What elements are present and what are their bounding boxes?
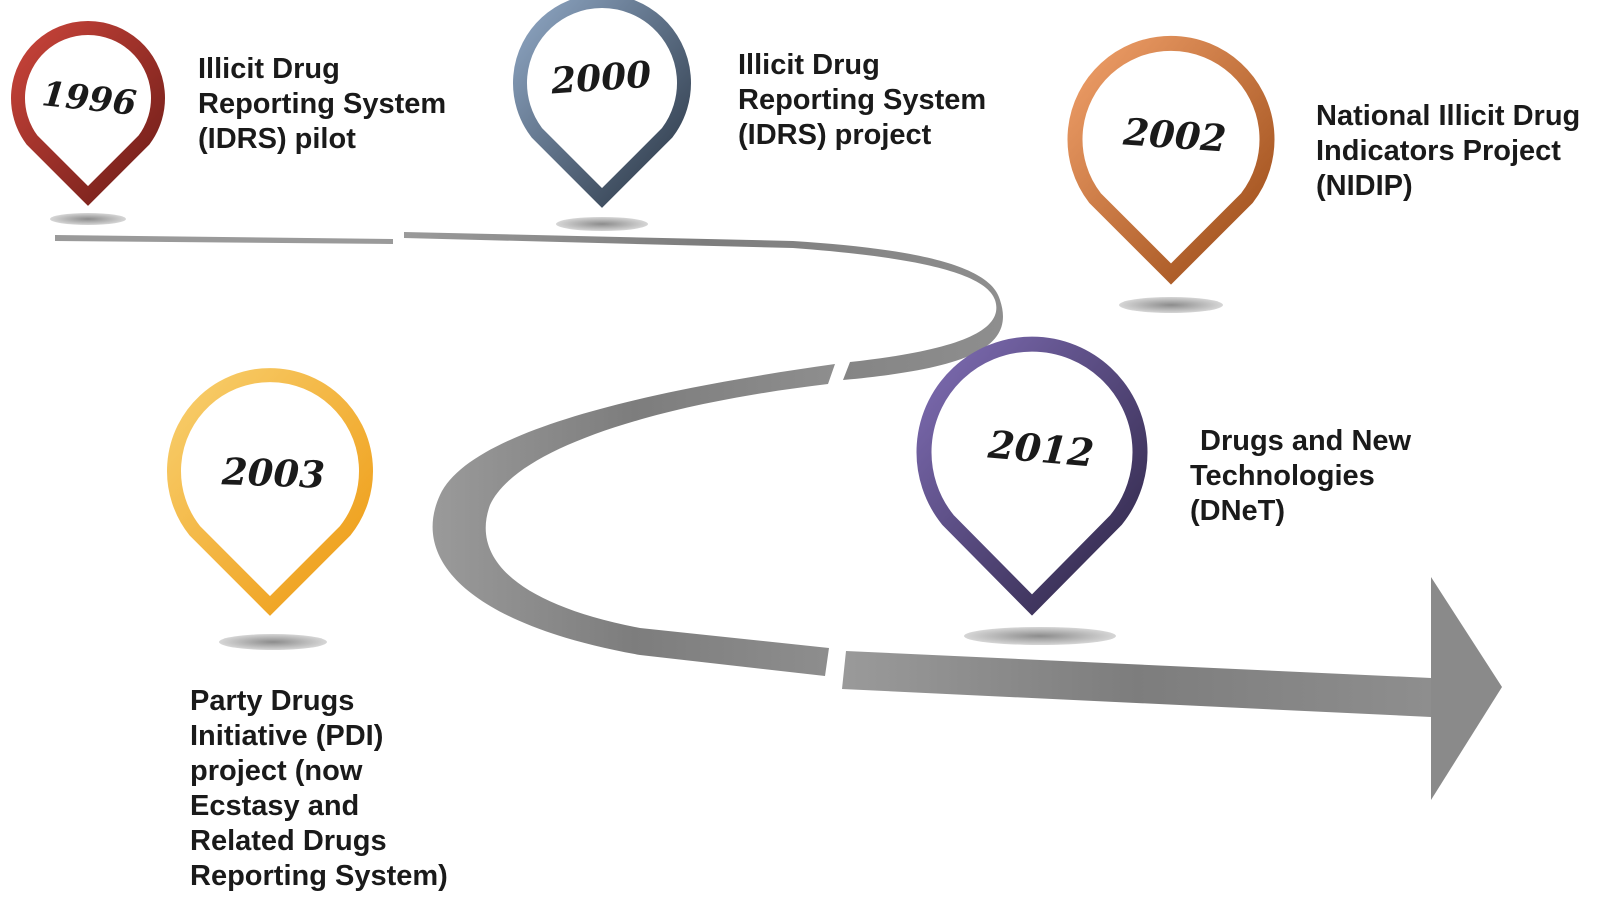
pin-2003-marker: [167, 368, 373, 616]
label-2003-line: Party Drugs: [190, 685, 355, 717]
label-2003-line: Ecstasy and: [190, 790, 360, 822]
label-2002: National Illicit Drug Indicators Project…: [1316, 99, 1580, 204]
label-1996-line: Reporting System: [198, 88, 447, 120]
pin-1996-marker: [11, 21, 165, 206]
pin-2000-year: 2000: [549, 54, 653, 103]
label-2000-line: Illicit Drug: [738, 49, 880, 81]
pin-2003-shadow: [219, 634, 327, 650]
pin-2000-shadow: [556, 217, 648, 231]
label-2000-line: (IDRS) project: [738, 119, 932, 151]
pin-1996-shadow: [50, 213, 126, 225]
pin-2003-year: 2003: [220, 449, 325, 497]
pin-2012-year: 2012: [986, 421, 1096, 475]
label-2000: Illicit Drug Reporting System (IDRS) pro…: [738, 48, 986, 153]
pin-2012-marker: [916, 336, 1148, 616]
road-curve-middle: [432, 364, 835, 676]
pin-2000-marker: [513, 0, 691, 208]
pin-2002-shadow: [1119, 297, 1223, 313]
pin-2000: 2000: [512, 0, 692, 238]
pin-1996-year: 1996: [40, 74, 138, 124]
label-2002-line: (NIDIP): [1316, 170, 1413, 202]
road-curve-upper: [404, 232, 1003, 380]
label-2012: Drugs and New Technologies (DNeT): [1190, 424, 1411, 529]
pin-2003: 2003: [165, 368, 375, 653]
label-2003-line: Related Drugs: [190, 825, 387, 857]
label-1996-line: Illicit Drug: [198, 53, 340, 85]
label-2003-line: Reporting System): [190, 860, 448, 892]
pin-2012-shadow: [964, 627, 1116, 645]
label-2000-line: Reporting System: [738, 84, 987, 116]
label-2003-line: project (now: [190, 755, 363, 787]
label-1996-line: (IDRS) pilot: [198, 123, 356, 155]
label-2002-line: Indicators Project: [1316, 135, 1561, 167]
road-lower-segment: [842, 651, 1431, 717]
pin-1996: 1996: [11, 21, 165, 233]
label-2003-line: Initiative (PDI): [190, 720, 384, 752]
road-start-segment: [55, 235, 393, 244]
label-2012-line: Technologies: [1190, 460, 1375, 492]
pin-2002-marker: [1067, 35, 1275, 285]
label-1996: Illicit Drug Reporting System (IDRS) pil…: [198, 52, 446, 157]
pin-2002: 2002: [1066, 35, 1276, 323]
road-arrow-head: [1431, 577, 1502, 800]
label-2002-line: National Illicit Drug: [1316, 100, 1581, 132]
label-2012-line: Drugs and New: [1200, 425, 1412, 457]
pin-2002-year: 2002: [1121, 109, 1228, 160]
pin-2012: 2012: [916, 336, 1150, 650]
label-2003: Party Drugs Initiative (PDI) project (no…: [190, 684, 448, 894]
label-2012-line: (DNeT): [1190, 495, 1286, 527]
